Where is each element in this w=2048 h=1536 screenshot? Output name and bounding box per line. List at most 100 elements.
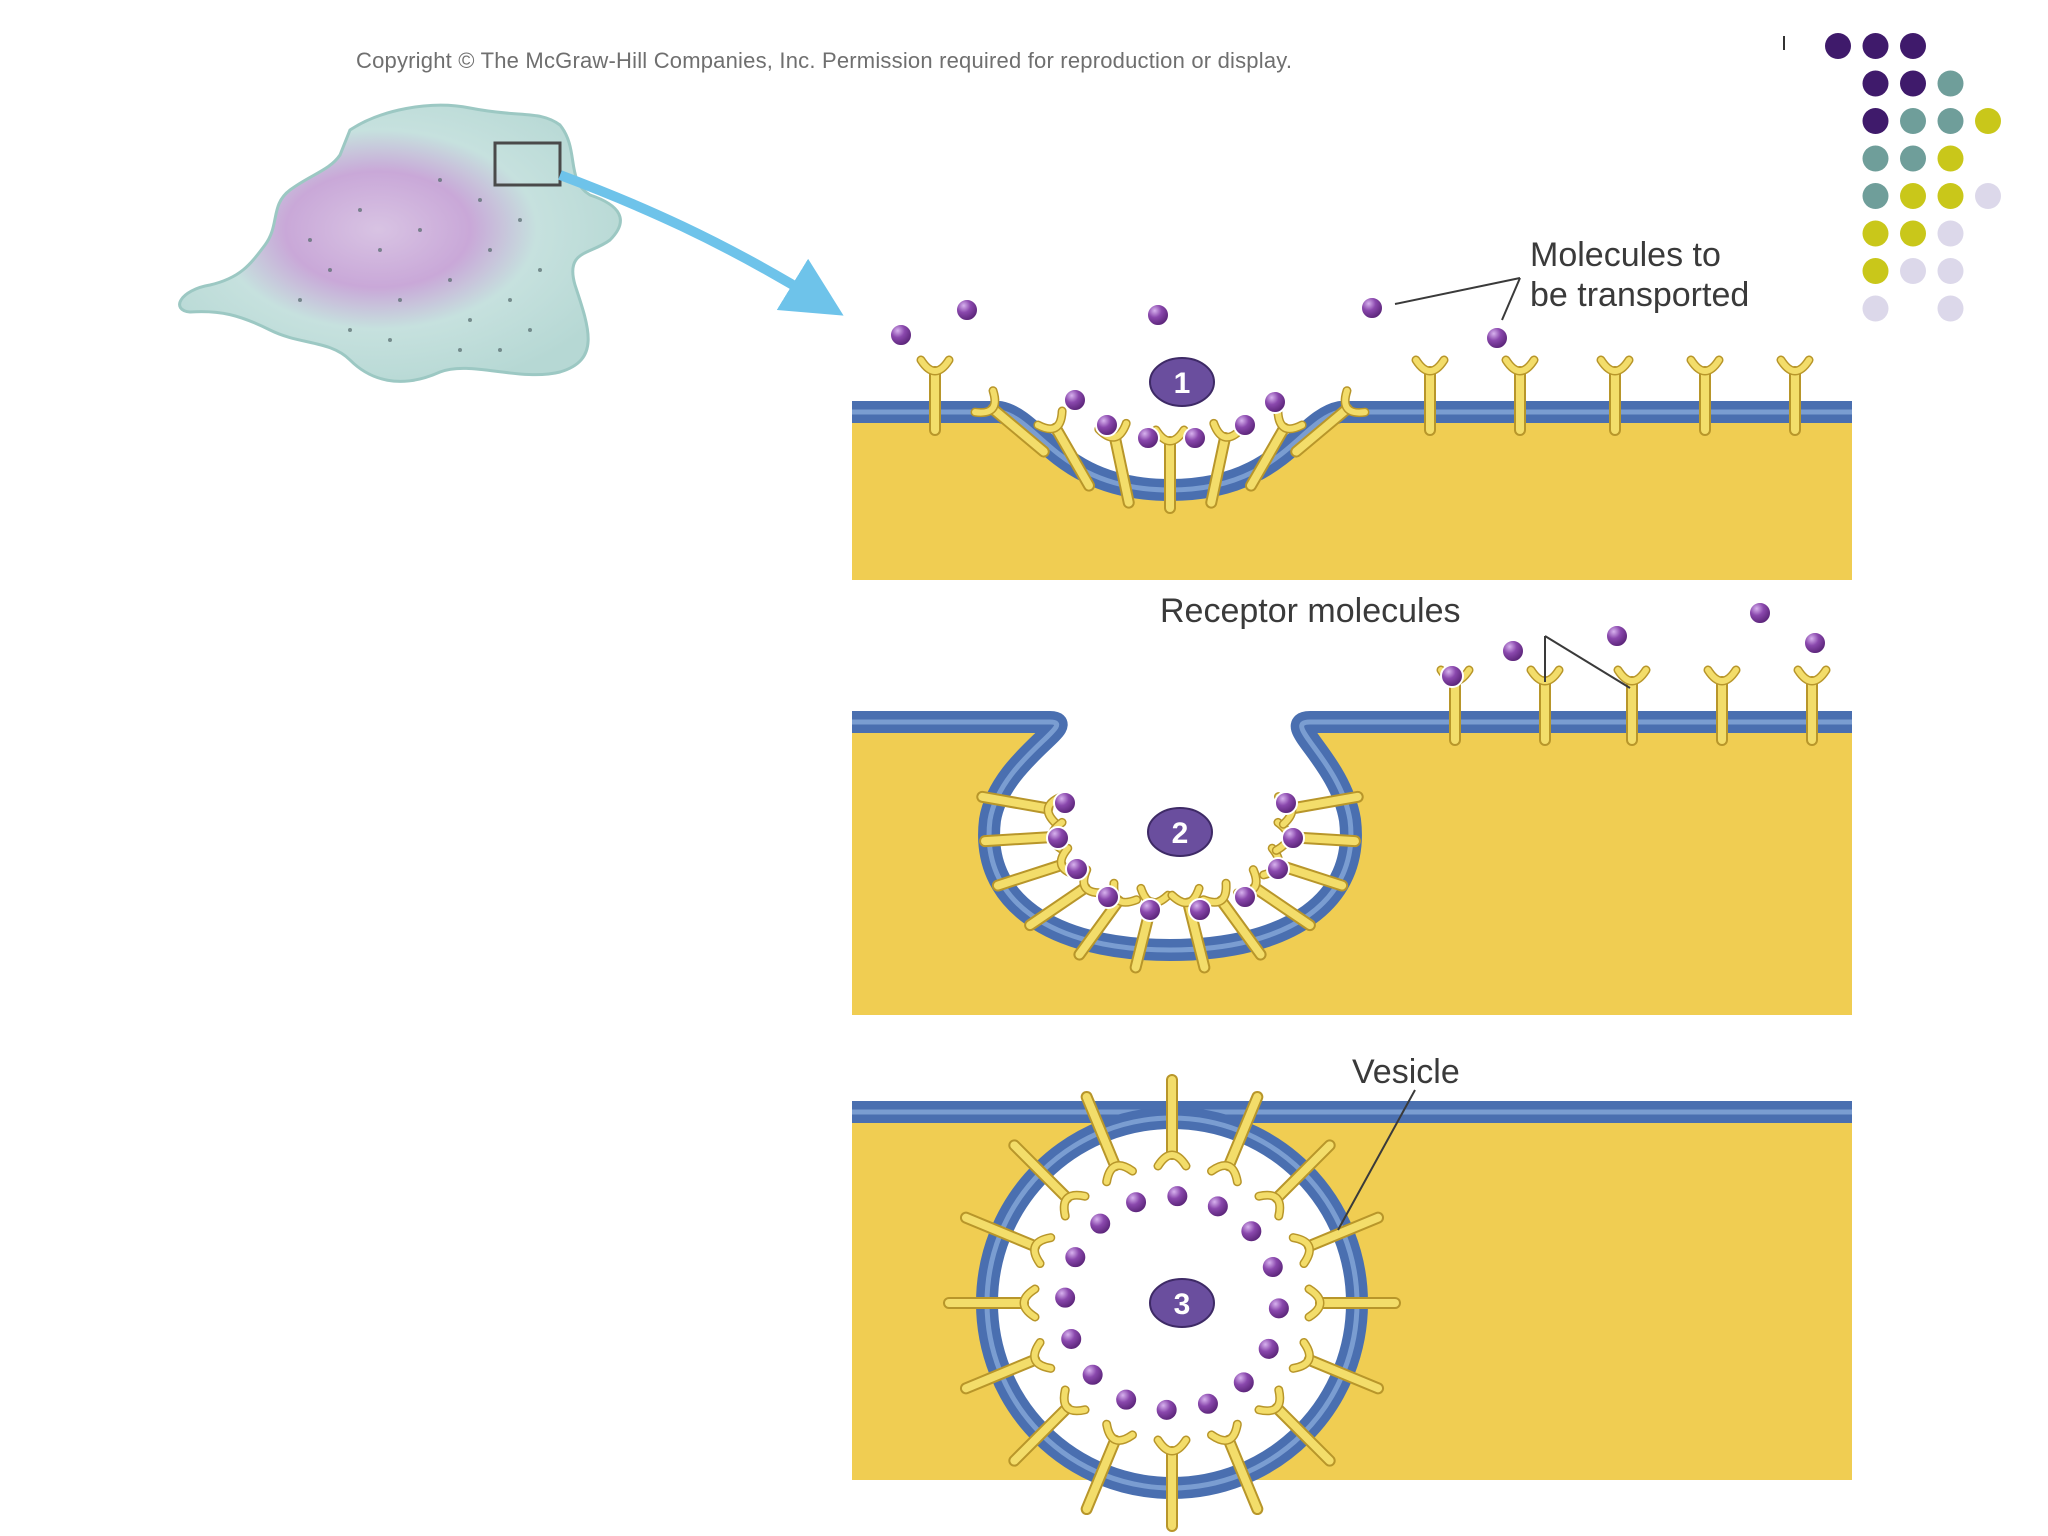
panel-1 [852, 296, 1852, 580]
receptor [1501, 355, 1539, 436]
molecule-ball [1188, 898, 1212, 922]
cell-illustration [178, 103, 844, 383]
molecule-ball [1195, 1391, 1220, 1416]
receptor [1153, 1435, 1191, 1532]
step-badge-shape [1149, 357, 1215, 407]
receptor-stem [1075, 897, 1123, 959]
cytoplasm-1 [852, 412, 1852, 580]
decorative-dot-grid [1783, 33, 2001, 322]
cell-body [178, 103, 622, 383]
receptor-stem [1217, 897, 1265, 959]
receptor-cup [1795, 667, 1829, 684]
receptor-stem [1273, 1404, 1334, 1465]
step-number: 3 [1174, 1288, 1191, 1321]
receptor-cup [1155, 1152, 1189, 1169]
dot [1975, 183, 2001, 209]
molecule-ball [1095, 413, 1119, 437]
receptor-stem [1111, 434, 1133, 507]
molecule-ball [1605, 624, 1629, 648]
molecule-ball [1281, 826, 1305, 850]
step-badge-shape [1149, 1278, 1215, 1328]
dot [1862, 33, 1889, 59]
molecule-ball [1053, 791, 1077, 815]
molecule-ball [1065, 857, 1089, 881]
dot [1825, 33, 1851, 59]
receptor-cup [972, 387, 998, 416]
dot [1937, 108, 1964, 134]
molecule [1260, 1255, 1285, 1280]
receptor-cup [1274, 408, 1306, 432]
molecule-ball [1088, 1211, 1113, 1236]
receptor-cup [1061, 1192, 1089, 1220]
molecule [1080, 1362, 1105, 1387]
dot [1937, 258, 1964, 284]
molecule-ball [1154, 1397, 1179, 1422]
copyright-notice: Copyright © The McGraw-Hill Companies, I… [356, 48, 1293, 73]
receptor-stem [1225, 1092, 1262, 1170]
receptor-cup [1342, 387, 1368, 416]
panels [852, 296, 1852, 1532]
receptor [1245, 406, 1307, 492]
receptor [1153, 1074, 1191, 1171]
molecule-ball [1231, 1370, 1256, 1395]
molecule-ball [1183, 426, 1207, 450]
molecule [1266, 857, 1290, 881]
zoom-arrow [558, 170, 844, 316]
zoom-box [493, 141, 562, 187]
molecule [1195, 1391, 1220, 1416]
receptor [1080, 1419, 1138, 1516]
molecule [1138, 898, 1162, 922]
dot [1862, 295, 1889, 322]
leader-receptor-b [1544, 635, 1631, 689]
receptor-cup [1598, 357, 1632, 374]
receptor-cup [1168, 885, 1203, 906]
receptor [1008, 1385, 1090, 1467]
receptor-stem [1251, 884, 1314, 930]
molecule-ball [1233, 413, 1257, 437]
receptor [1254, 1385, 1336, 1467]
receptor [970, 386, 1050, 458]
receptor-stem [1010, 1404, 1071, 1465]
molecule [1274, 791, 1298, 815]
receptor-stem [1052, 424, 1093, 490]
dot [1900, 70, 1926, 97]
receptor [1290, 386, 1370, 458]
molecule-ball [1260, 1255, 1285, 1280]
molecule-ball [1046, 826, 1070, 850]
receptor-cup [1306, 1286, 1323, 1320]
receptor-stem [961, 1356, 1039, 1393]
receptor-cup [1034, 408, 1066, 432]
molecule [1053, 791, 1077, 815]
dot [1862, 258, 1889, 284]
molecule-ball [1485, 326, 1509, 350]
receptor-stem [1273, 1141, 1334, 1202]
receptor [1008, 1139, 1090, 1221]
receptor-cup [1290, 1234, 1313, 1267]
molecule [1205, 1194, 1230, 1219]
dot [1900, 258, 1926, 284]
molecule [1803, 631, 1827, 655]
receptor-stem [1207, 434, 1229, 507]
dot [1937, 220, 1964, 247]
molecule-ball [1136, 426, 1160, 450]
receptor [1254, 1139, 1336, 1221]
receptor-cup [1615, 667, 1649, 684]
cell-granules [298, 178, 542, 352]
receptor-stem [961, 1213, 1039, 1250]
step-badge-shape [1147, 807, 1213, 857]
panel-3 [852, 1074, 1852, 1532]
dot [1900, 108, 1926, 134]
molecule-ball [1205, 1194, 1230, 1219]
molecule [1165, 1184, 1190, 1209]
receptor-cup [1255, 1386, 1283, 1414]
dot [1937, 145, 1964, 172]
receptor [959, 1211, 1056, 1269]
molecule [1095, 413, 1119, 437]
leader-molecules-b [1501, 277, 1521, 321]
molecule-ball [1165, 1184, 1190, 1209]
molecule [1233, 413, 1257, 437]
receptor [1686, 355, 1724, 436]
molecule [1065, 857, 1089, 881]
receptor [1304, 1284, 1401, 1322]
